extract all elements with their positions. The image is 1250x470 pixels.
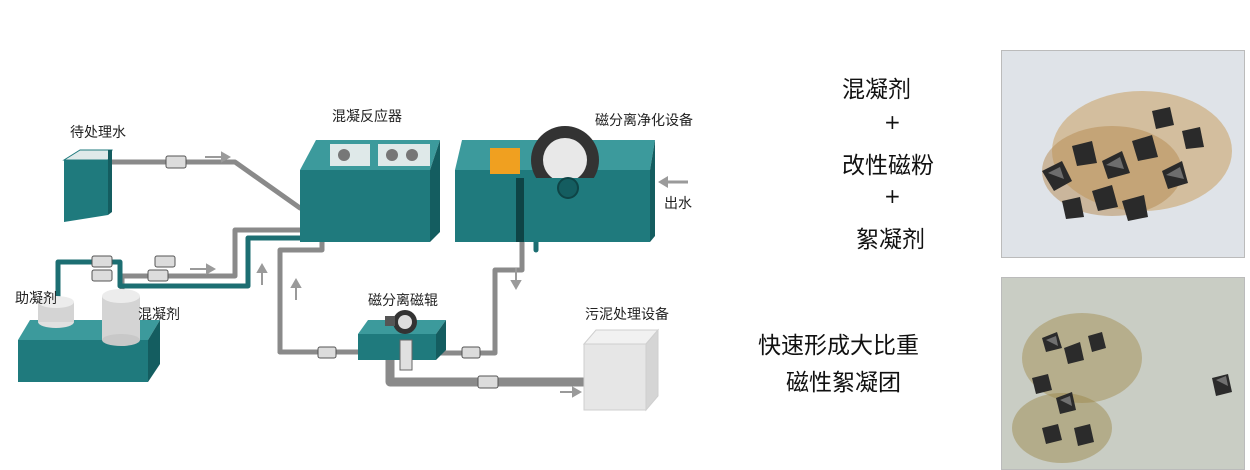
label-coag-reactor: 混凝反应器 (332, 109, 402, 125)
label-coagulant: 混凝剂 (138, 307, 180, 323)
flow-arrow-head (206, 263, 217, 275)
valve-icon (477, 375, 499, 389)
text-modified-magnetic-powder: 改性磁粉 (842, 153, 934, 179)
dosing-platform (18, 289, 160, 382)
pipe-roller-to-sludge (385, 350, 595, 387)
flow-arrow-head (221, 151, 232, 163)
text-flocculant: 絮凝剂 (856, 227, 925, 253)
coagulation-reactor (300, 140, 440, 242)
label-outlet: 出水 (664, 196, 692, 212)
label-aid: 助凝剂 (15, 291, 57, 307)
valve-icon (165, 155, 187, 169)
label-mag-roller: 磁分离磁辊 (368, 293, 438, 309)
outlet-arrow (658, 176, 688, 188)
flow-arrow-head (572, 386, 583, 398)
label-sludge: 污泥处理设备 (585, 307, 669, 323)
label-mag-unit: 磁分离净化设备 (595, 113, 693, 129)
valve-icon (147, 269, 169, 282)
text-coagulant: 混凝剂 (842, 77, 911, 103)
caption-line-2: 磁性絮凝团 (786, 370, 901, 396)
label-raw-water: 待处理水 (70, 125, 126, 141)
valve-icon (91, 255, 113, 268)
pipe-raw-to-reactor (105, 159, 303, 211)
text-plus-2: + (884, 184, 901, 208)
valve-icon (461, 346, 481, 359)
valve-icon (154, 255, 176, 268)
magnetic-separation-unit (455, 126, 655, 242)
text-plus-1: + (884, 110, 901, 134)
magnetic-roller (358, 310, 446, 371)
process-flow-diagram (18, 126, 688, 412)
flow-arrow-head (290, 277, 302, 288)
magnetic-floc-photo (1001, 50, 1245, 258)
magnetic-floc-closeup-photo (1001, 277, 1245, 470)
valve-icon (317, 346, 337, 359)
flow-arrow-head (510, 280, 522, 291)
valve-icon (91, 269, 113, 282)
sludge-treatment-box (582, 328, 660, 412)
raw-water-tank (62, 149, 113, 222)
flow-arrow-head (256, 262, 268, 273)
caption-line-1: 快速形成大比重 (758, 333, 919, 359)
